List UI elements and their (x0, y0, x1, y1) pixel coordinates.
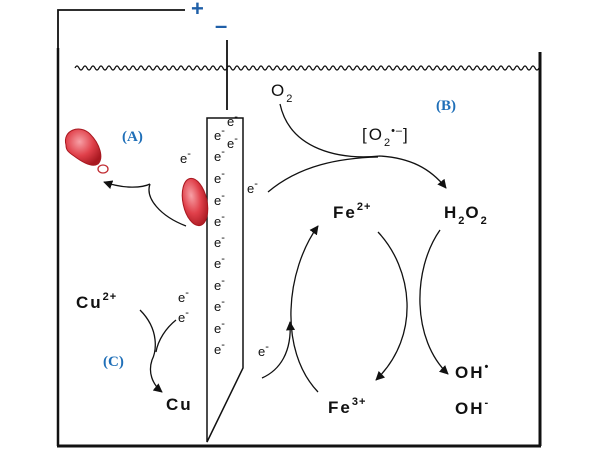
cathode-electron: e- (214, 232, 226, 250)
arrow-fe2-to-fe3 (375, 231, 408, 381)
circuit: + – (57, 0, 228, 110)
label-c: (C) (103, 354, 124, 370)
arrow-electron-c (155, 319, 177, 353)
cathode-electron: e- (214, 190, 226, 208)
liquid-surface (74, 65, 540, 71)
arrow-h2o2-to-oh (419, 229, 449, 375)
electron-c2: e- (178, 307, 190, 325)
anode-wire (57, 9, 185, 48)
species-cu2: Cu2+ (76, 291, 117, 312)
species-oh-anion: OH- (455, 397, 489, 418)
cathode-electron: e- (214, 211, 226, 229)
cathode-electron: e- (227, 133, 239, 151)
cathode-electron: e- (214, 318, 226, 336)
species-superoxide: [O2•–] (362, 125, 410, 149)
cathode-electron: e- (214, 168, 226, 186)
species-cu: Cu (166, 395, 193, 414)
red-pathogen-ruptured (64, 128, 109, 174)
cathode-electron: e- (227, 111, 239, 129)
cathode-electron: e- (214, 339, 226, 357)
species-h2o2: H2O2 (444, 203, 488, 227)
plus-terminal: + (191, 0, 204, 21)
cathode-electrons: e-e-e-e-e-e-e-e-e-e-e-e-e- (214, 111, 239, 357)
process-c: Cu2+ Cu e- e- (76, 287, 193, 414)
species-fe3: Fe3+ (328, 396, 366, 417)
red-pathogen-cell (181, 177, 209, 227)
arrow-electron-to-o2 (267, 156, 379, 193)
electrolytic-tank (56, 48, 542, 448)
species-fe2: Fe2+ (333, 201, 371, 222)
arrow-o2-to-h2o2 (279, 103, 447, 189)
minus-terminal: – (215, 13, 227, 38)
electron-b: e- (247, 178, 259, 196)
cathode-electron: e- (214, 146, 226, 164)
process-a: e- (64, 128, 209, 227)
cathode-electron: e- (214, 125, 226, 143)
label-a: (A) (122, 129, 143, 145)
species-o2: O2 (271, 81, 293, 105)
arrow-fe3-to-fe2 (290, 225, 319, 393)
electron-a: e- (180, 148, 192, 166)
fenton-cycle: Fe2+ H2O2 Fe3+ OH• OH- e- (258, 201, 489, 418)
electron-fe: e- (258, 341, 270, 359)
process-b: O2 [O2•–] e- (247, 81, 447, 196)
cathode-electron: e- (214, 296, 226, 314)
electron-c1: e- (178, 287, 190, 305)
arrow-electron-to-fe3 (261, 321, 296, 379)
cathode-electron: e- (214, 275, 226, 293)
species-oh-radical: OH• (455, 361, 489, 382)
arrow-cu2-to-cu (139, 309, 163, 393)
cathode-electrode (206, 117, 244, 443)
label-b: (B) (436, 98, 456, 114)
cathode-electron: e- (214, 253, 226, 271)
arrow-a (104, 182, 187, 227)
